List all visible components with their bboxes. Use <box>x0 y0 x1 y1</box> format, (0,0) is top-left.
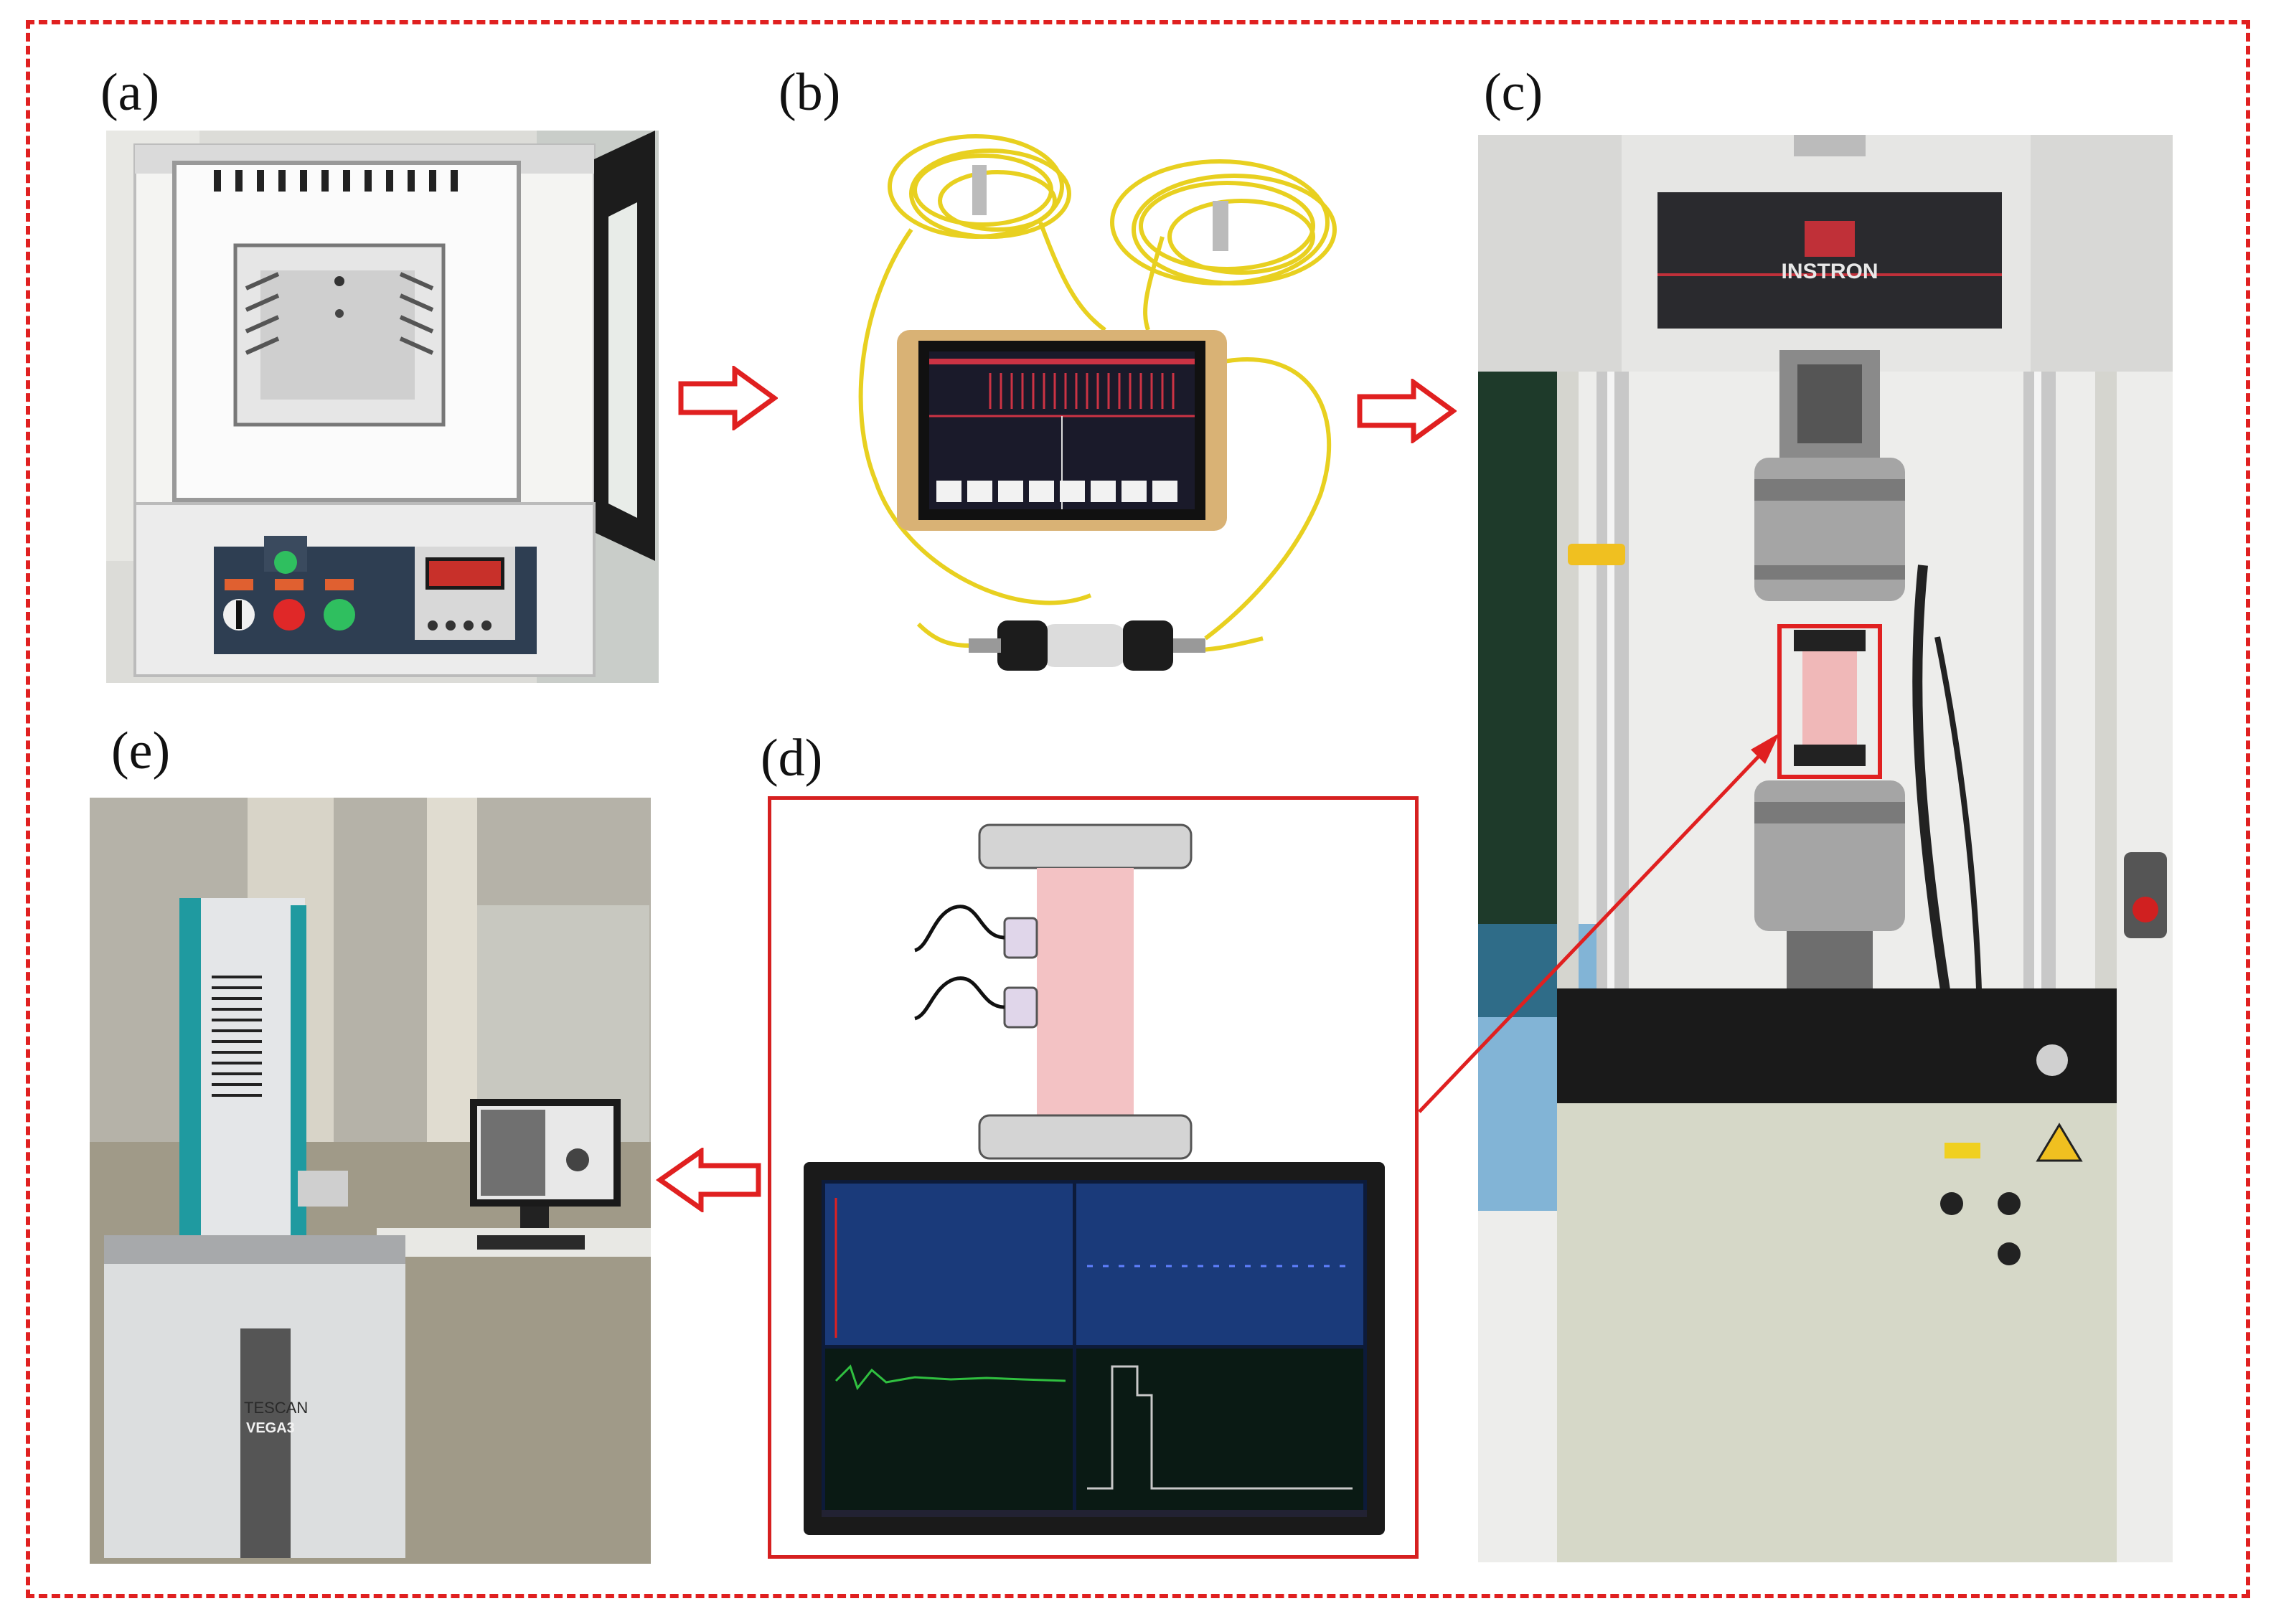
panel-a-label: (a) <box>100 63 160 122</box>
arrow-right-b-to-c <box>1356 379 1457 443</box>
muffle-furnace-photo <box>106 131 659 683</box>
specimen-schematic <box>913 823 1193 1160</box>
panel-d-label: (d) <box>761 729 823 788</box>
vega3-model-text: VEGA3 <box>246 1420 295 1436</box>
connector-arrow-d-to-specimen <box>1414 724 1787 1126</box>
dashed-figure-border <box>26 20 2250 1598</box>
arrow-left-d-to-e <box>654 1148 762 1212</box>
waveform-monitor <box>804 1162 1385 1535</box>
specimen-schematic-and-waveform-panel <box>768 796 1419 1559</box>
arrow-right-a-to-b <box>677 366 778 430</box>
panel-b-label: (b) <box>779 63 841 122</box>
instron-logo-text: INSTRON <box>1782 260 1878 283</box>
instron-testing-machine-photo: INSTRON <box>1478 135 2173 1562</box>
panel-e-label: (e) <box>111 722 171 780</box>
acoustic-emission-device-photo <box>804 122 1378 710</box>
panel-c-label: (c) <box>1484 63 1543 122</box>
tescan-sem-photo: TESCAN VEGA3 <box>90 798 651 1564</box>
tescan-logo-text: TESCAN <box>244 1399 308 1417</box>
